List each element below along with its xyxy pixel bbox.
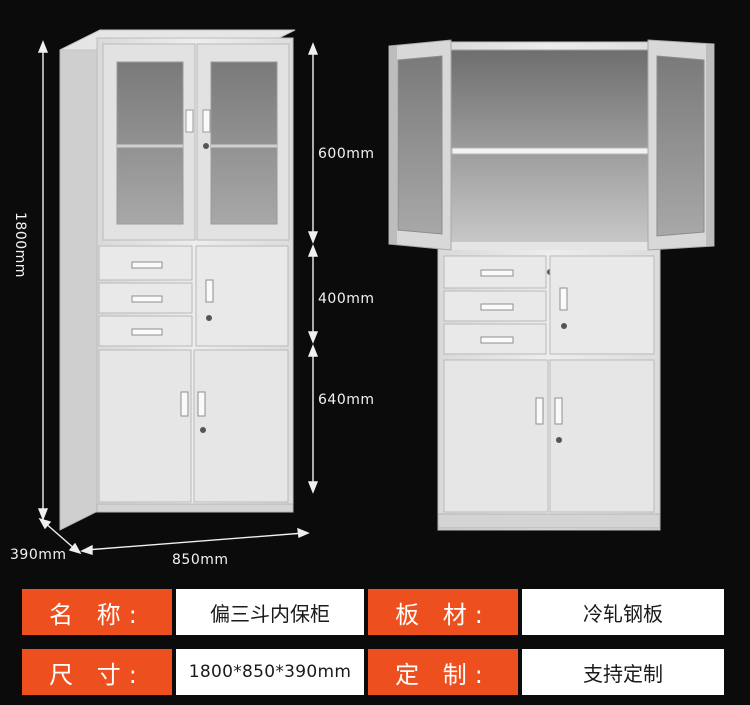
open-cabinet bbox=[388, 39, 715, 531]
closed-cabinet bbox=[59, 29, 296, 531]
size-value: 1800*850*390mm bbox=[172, 649, 368, 695]
product-illustration: 1800mm 600mm 400mm 640mm 390mm 850mm bbox=[10, 29, 715, 568]
custom-key: 定 制: bbox=[368, 649, 518, 695]
custom-value: 支持定制 bbox=[518, 649, 728, 695]
dimension-lines bbox=[37, 40, 319, 555]
glass-doors bbox=[102, 43, 290, 241]
depth-label: 390mm bbox=[10, 547, 67, 563]
top-section-label: 600mm bbox=[318, 146, 375, 162]
bottom-section-label: 640mm bbox=[318, 392, 375, 408]
cabinet-drawings bbox=[37, 29, 715, 555]
size-key: 尺 寸: bbox=[22, 649, 172, 695]
name-value: 偏三斗内保柜 bbox=[172, 589, 368, 635]
spec-table: 名 称: 偏三斗内保柜 板 材: 冷轧钢板 尺 寸: 1800*850*390m… bbox=[22, 589, 728, 697]
width-label: 850mm bbox=[172, 552, 229, 568]
drawers-section bbox=[98, 245, 289, 347]
material-value: 冷轧钢板 bbox=[518, 589, 728, 635]
bottom-doors bbox=[98, 349, 289, 503]
name-key: 名 称: bbox=[22, 589, 172, 635]
material-key: 板 材: bbox=[368, 589, 518, 635]
middle-section-label: 400mm bbox=[318, 291, 375, 307]
height-label: 1800mm bbox=[12, 212, 28, 278]
